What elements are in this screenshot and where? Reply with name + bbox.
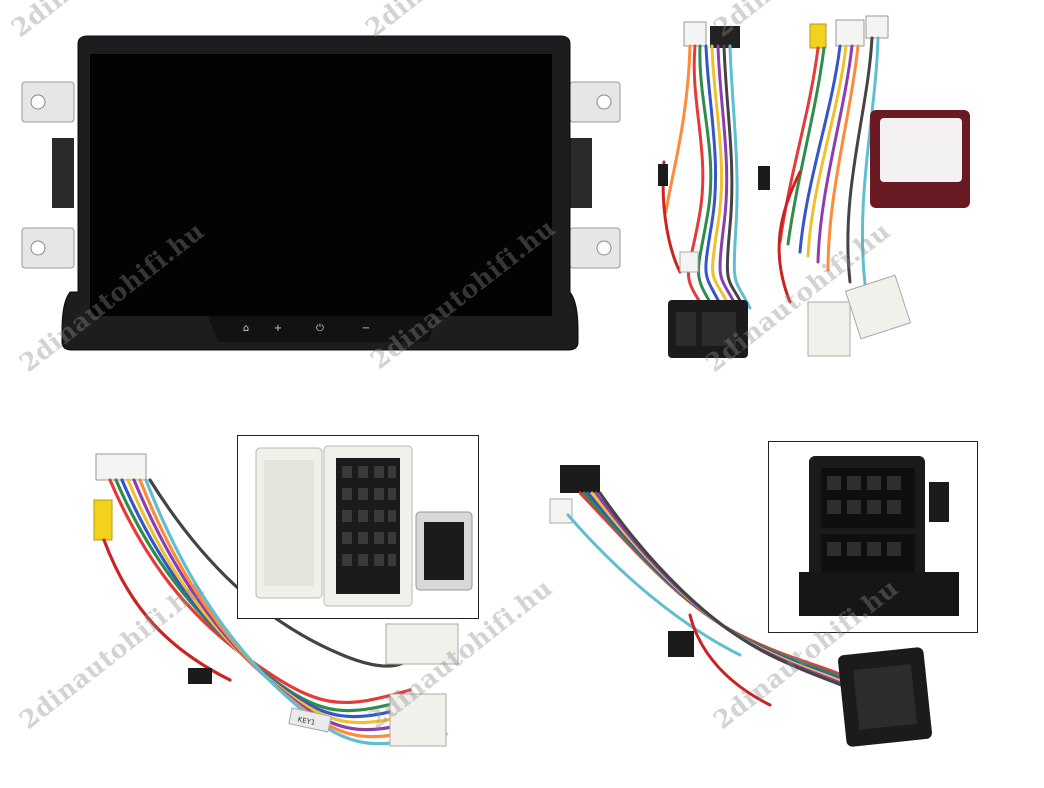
home-icon[interactable]: ⌂ [242, 323, 250, 334]
connector-closeup-left [255, 445, 473, 607]
head-unit-illustration [21, 35, 621, 351]
harness-bottom-left-illustration: KEY1 [93, 453, 459, 747]
power-icon[interactable]: ⏻ [316, 323, 324, 334]
inset-connector-closeup-left [237, 435, 479, 619]
mounting-bracket-left-bottom [21, 227, 75, 269]
harness-bottom-right [540, 455, 950, 775]
harness-pair-illustration [658, 15, 912, 358]
harness-top-right [640, 12, 930, 372]
harness-bottom-left: KEY1 [80, 440, 490, 770]
head-unit: ⌂ + ⏻ − [18, 30, 628, 360]
plus-button[interactable]: + [273, 323, 283, 334]
key-tag-label: KEY1 [297, 716, 316, 728]
inset-connector-closeup-right [768, 441, 978, 633]
mounting-bracket-right-bottom [569, 227, 621, 269]
iso-connector-closeup [799, 456, 959, 616]
mounting-bracket-left-top [21, 81, 75, 123]
harness-bottom-right-illustration [549, 465, 932, 747]
mounting-bracket-right-top [569, 81, 621, 123]
minus-button[interactable]: − [361, 323, 371, 334]
adhesive-sticker [870, 110, 970, 208]
